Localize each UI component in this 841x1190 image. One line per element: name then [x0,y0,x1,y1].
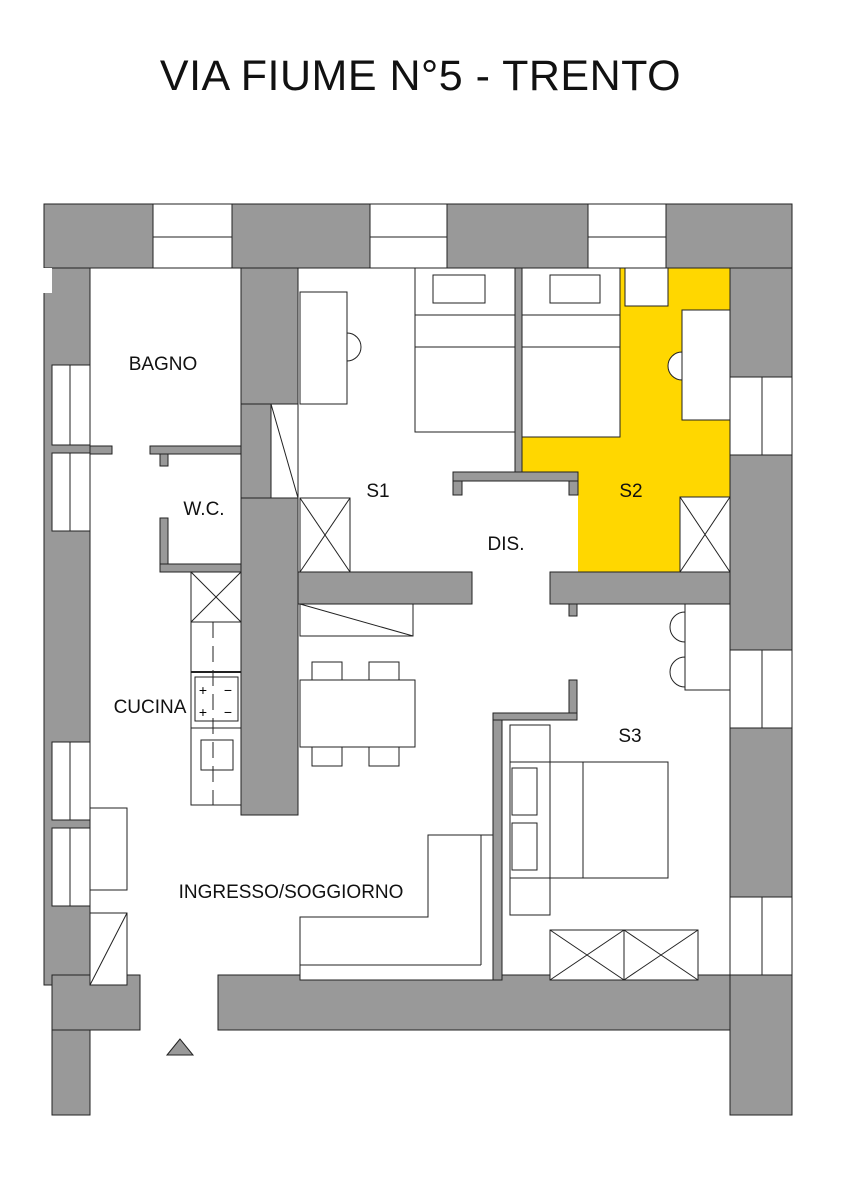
svg-text:−: − [224,682,232,698]
sink [200,739,234,771]
s2-desk [681,309,731,421]
sofa [299,834,494,981]
label-soggiorno: INGRESSO/SOGGIORNO [179,882,404,903]
svg-text:+: + [199,704,207,720]
label-s3: S3 [618,726,641,747]
chair [368,661,400,681]
label-wc: W.C. [183,499,224,520]
entrance-triangle-icon [165,1038,195,1056]
dining-table [299,679,416,748]
furniture: + − + − [89,267,731,986]
svg-text:−: − [224,704,232,720]
interior-walls [89,267,731,981]
cabinet [89,807,128,891]
s3-desk [684,603,731,691]
chair [368,746,400,767]
room-s2-highlight[interactable] [522,268,730,572]
label-bagno: BAGNO [129,354,198,375]
svg-text:+: + [199,682,207,698]
chair [311,746,343,767]
label-s2: S2 [619,481,642,502]
label-dis: DIS. [488,534,525,555]
label-s1: S1 [366,481,389,502]
room-labels: BAGNO W.C. S1 S2 DIS. CUCINA S3 INGRESSO… [114,354,643,903]
windows [51,203,793,976]
plan-title: VIA FIUME N°5 - TRENTO [159,52,682,100]
label-cucina: CUCINA [114,697,187,718]
chair [311,661,343,681]
s1-desk [299,291,348,405]
hob [194,676,239,722]
